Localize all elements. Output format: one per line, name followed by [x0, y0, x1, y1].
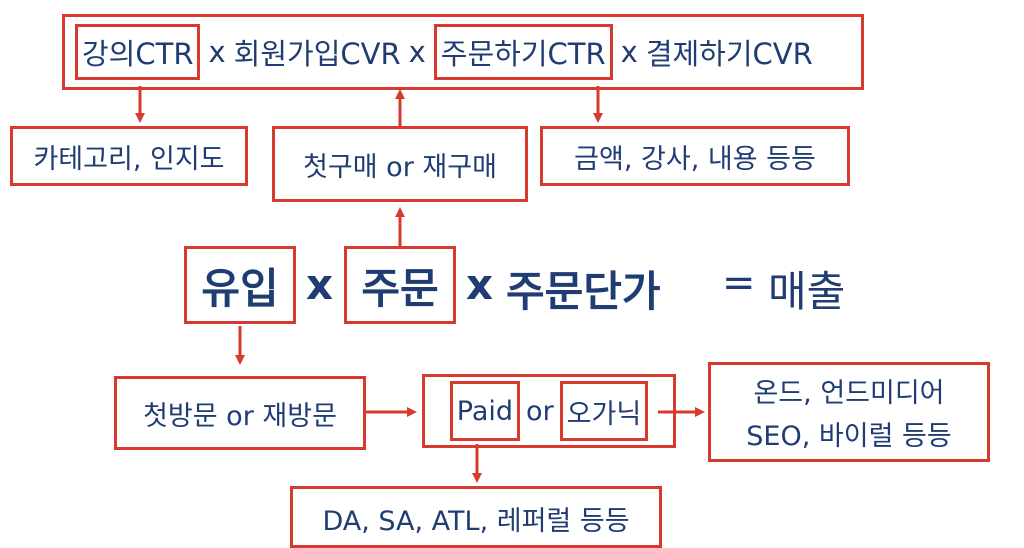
organic-examples-box: 온드, 언드미디어 SEO, 바이럴 등등 [708, 362, 990, 462]
inflow-text: 유입 [201, 263, 279, 313]
revenue-text: 매출 [768, 267, 846, 316]
paid-examples-text: DA, SA, ATL, 레퍼럴 등등 [322, 506, 630, 537]
multiply-sign: x [208, 35, 226, 69]
multiply-sign: x [620, 35, 638, 69]
paid-box: Paid [449, 381, 521, 441]
inflow-box: 유입 [184, 246, 296, 324]
order-text: 주문 [361, 263, 439, 313]
signup-cvr: 회원가입CVR [233, 37, 401, 71]
multiply-sign-main-2: x [466, 260, 494, 309]
visit-type-text: 첫방문 or 재방문 [143, 400, 337, 432]
organic-box: 오가닉 [559, 381, 649, 441]
payment-cvr: 결제하기CVR [645, 37, 813, 71]
channel-box: Paid or 오가닉 [422, 374, 676, 448]
organic-examples-line2: SEO, 바이럴 등등 [746, 421, 952, 452]
organic-examples-line1: 온드, 언드미디어 [753, 378, 945, 409]
or-text: or [526, 395, 554, 427]
paid-examples-box: DA, SA, ATL, 레퍼럴 등등 [290, 486, 662, 548]
visit-type-box: 첫방문 or 재방문 [114, 376, 366, 450]
order-price-text: 주문단가 [506, 267, 661, 316]
order-ctr: 주문하기CTR [433, 24, 613, 80]
price-items-text: 금액, 강사, 내용 등등 [574, 143, 816, 175]
equals-sign: = [722, 260, 756, 306]
purchase-type-box: 첫구매 or 재구매 [272, 126, 528, 202]
lecture-ctr: 강의CTR [75, 24, 201, 80]
price-items-box: 금액, 강사, 내용 등등 [540, 126, 850, 186]
top-formula-box: 강의CTR x 회원가입CVR x 주문하기CTR x 결제하기CVR [62, 14, 864, 90]
order-box: 주문 [344, 246, 456, 324]
multiply-sign-main-1: x [306, 260, 334, 309]
purchase-type-text: 첫구매 or 재구매 [303, 151, 497, 183]
category-awareness-text: 카테고리, 인지도 [33, 143, 225, 175]
category-awareness-box: 카테고리, 인지도 [10, 126, 248, 186]
multiply-sign: x [408, 35, 426, 69]
